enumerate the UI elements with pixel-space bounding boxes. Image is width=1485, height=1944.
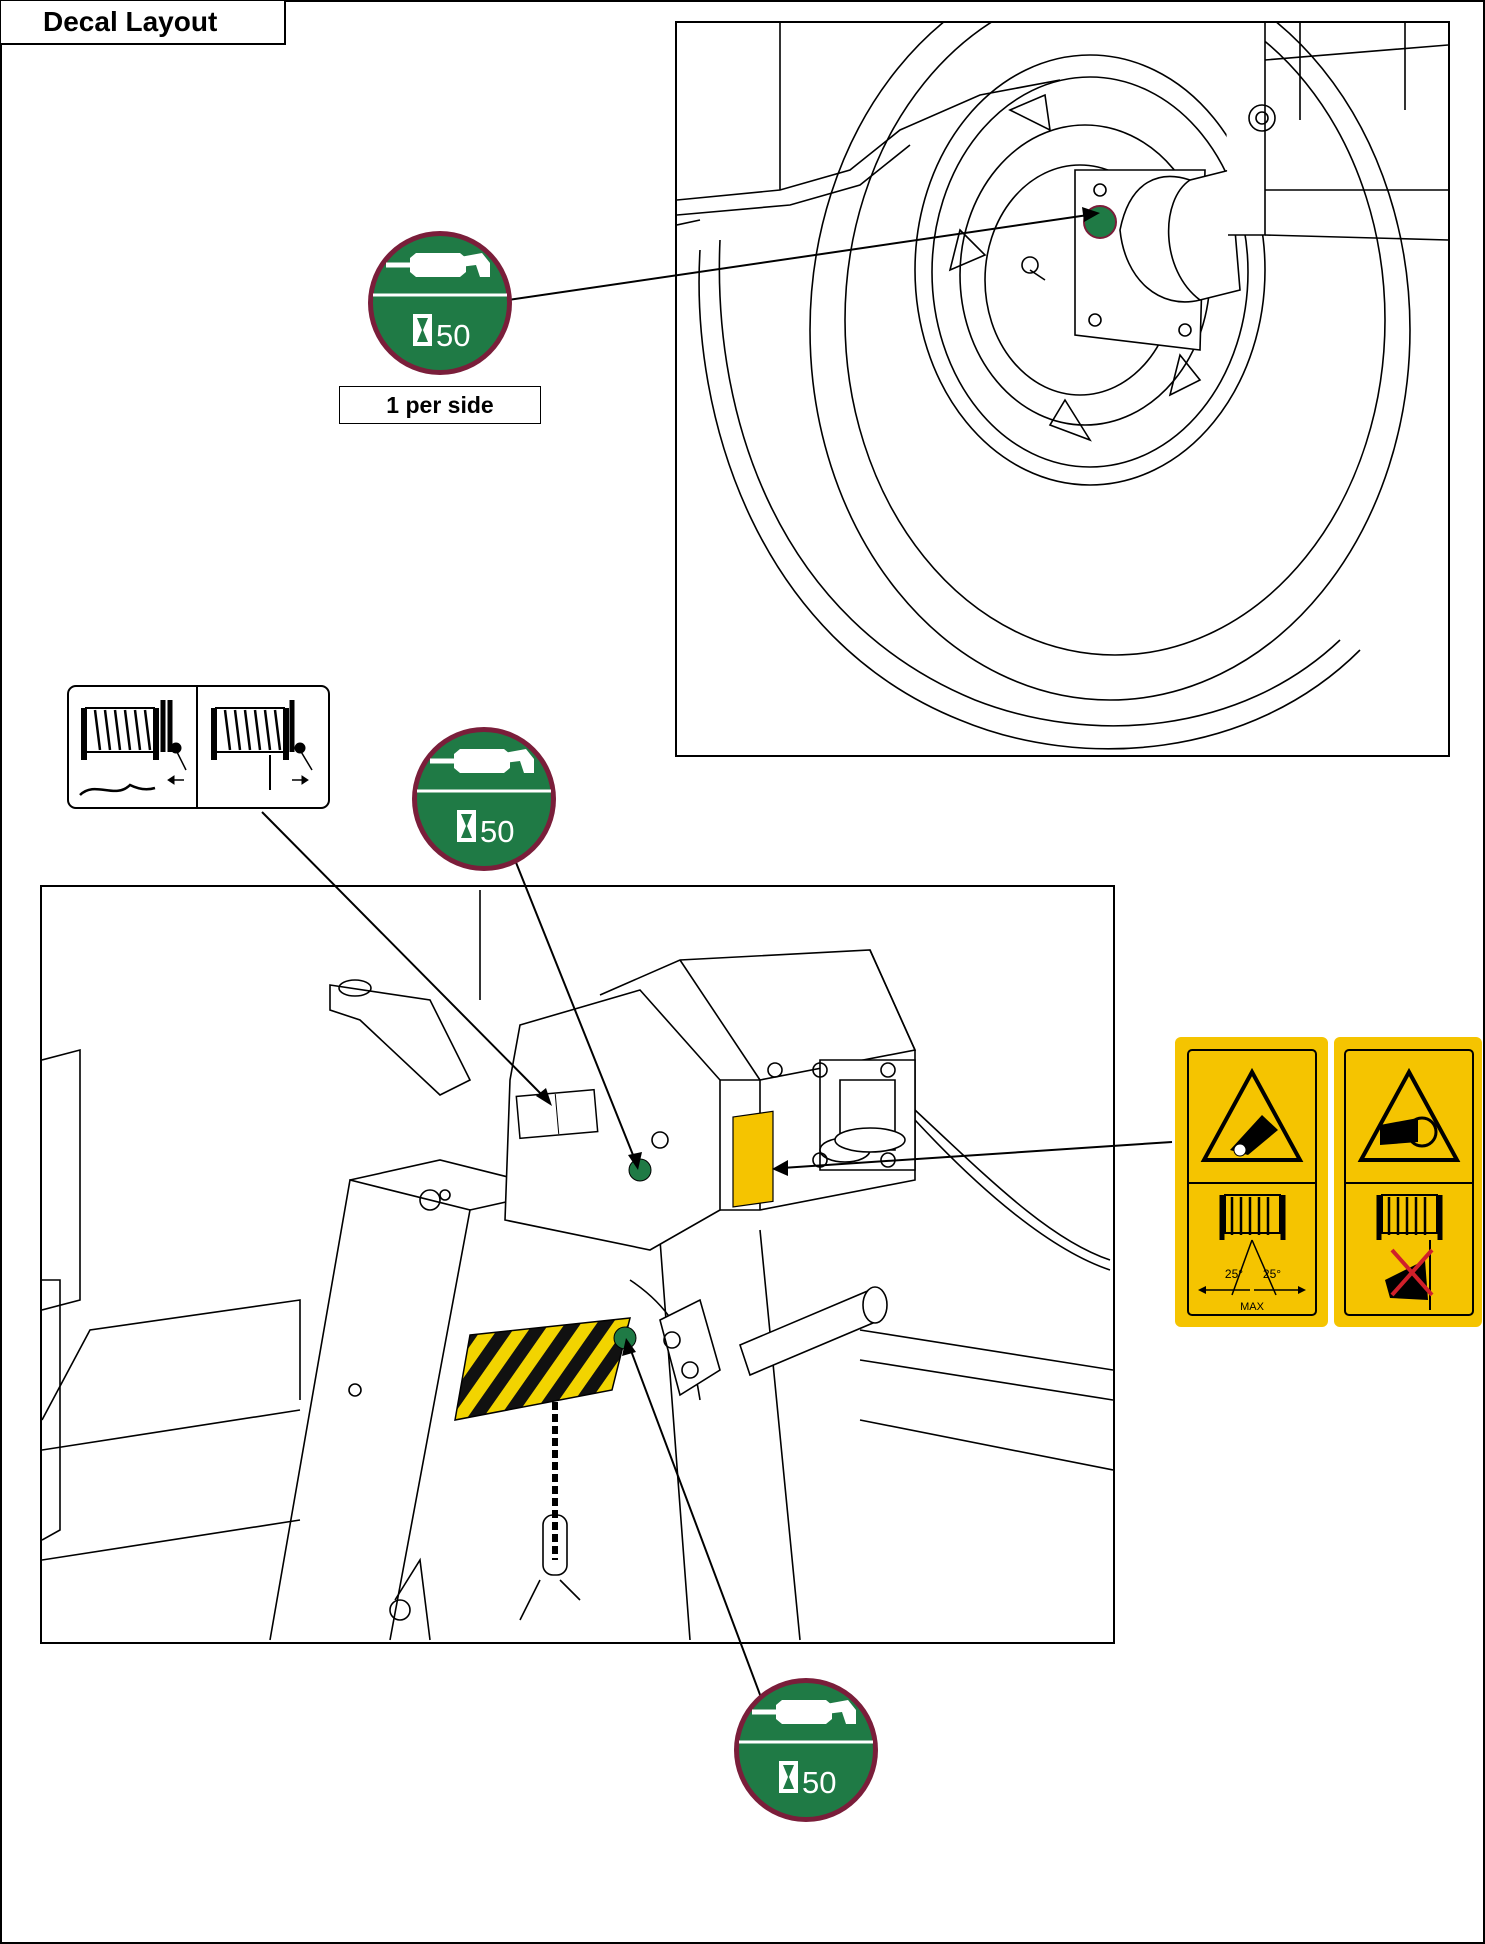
hourglass-icon	[413, 314, 432, 346]
leader-lines	[261, 214, 1173, 1709]
entanglement-warning-icon	[1357, 1067, 1461, 1162]
hourglass-icon	[779, 1761, 798, 1793]
per-side-note: 1 per side	[339, 386, 541, 424]
tip-angle-right: 25°	[1263, 1267, 1281, 1281]
tip-max-label: MAX	[1240, 1301, 1265, 1313]
winch-mast-view	[40, 885, 1115, 1644]
winch-engage-decal	[67, 685, 330, 809]
housing-winch-decal	[515, 1088, 599, 1140]
winch-release-icon	[79, 700, 187, 796]
winch-lock-icon	[1376, 1194, 1443, 1310]
grease-decal-housing: 50	[412, 727, 556, 871]
grease-decal-hub: 50	[368, 231, 512, 375]
winch-engage-icon	[211, 700, 313, 790]
grease-decal-hinge: 50	[734, 1678, 878, 1822]
leader-arrowheads	[536, 207, 1100, 1356]
hourglass-icon	[457, 810, 476, 842]
tip-warning-decal: 25° 25° MAX	[1175, 1037, 1328, 1327]
housing-grease-decal	[628, 1158, 652, 1182]
tip-over-warning-icon	[1200, 1067, 1304, 1162]
housing-tip-decal	[732, 1110, 774, 1208]
grease-interval: 50	[802, 1765, 836, 1800]
winch-drum-icon	[1219, 1194, 1286, 1240]
grease-interval: 50	[480, 814, 514, 849]
grease-interval: 50	[436, 318, 470, 353]
wheel-hub-view	[675, 21, 1450, 757]
entanglement-warning-decal	[1334, 1037, 1482, 1327]
tip-angle-left: 25°	[1225, 1267, 1243, 1281]
page-title: Decal Layout	[1, 1, 286, 45]
